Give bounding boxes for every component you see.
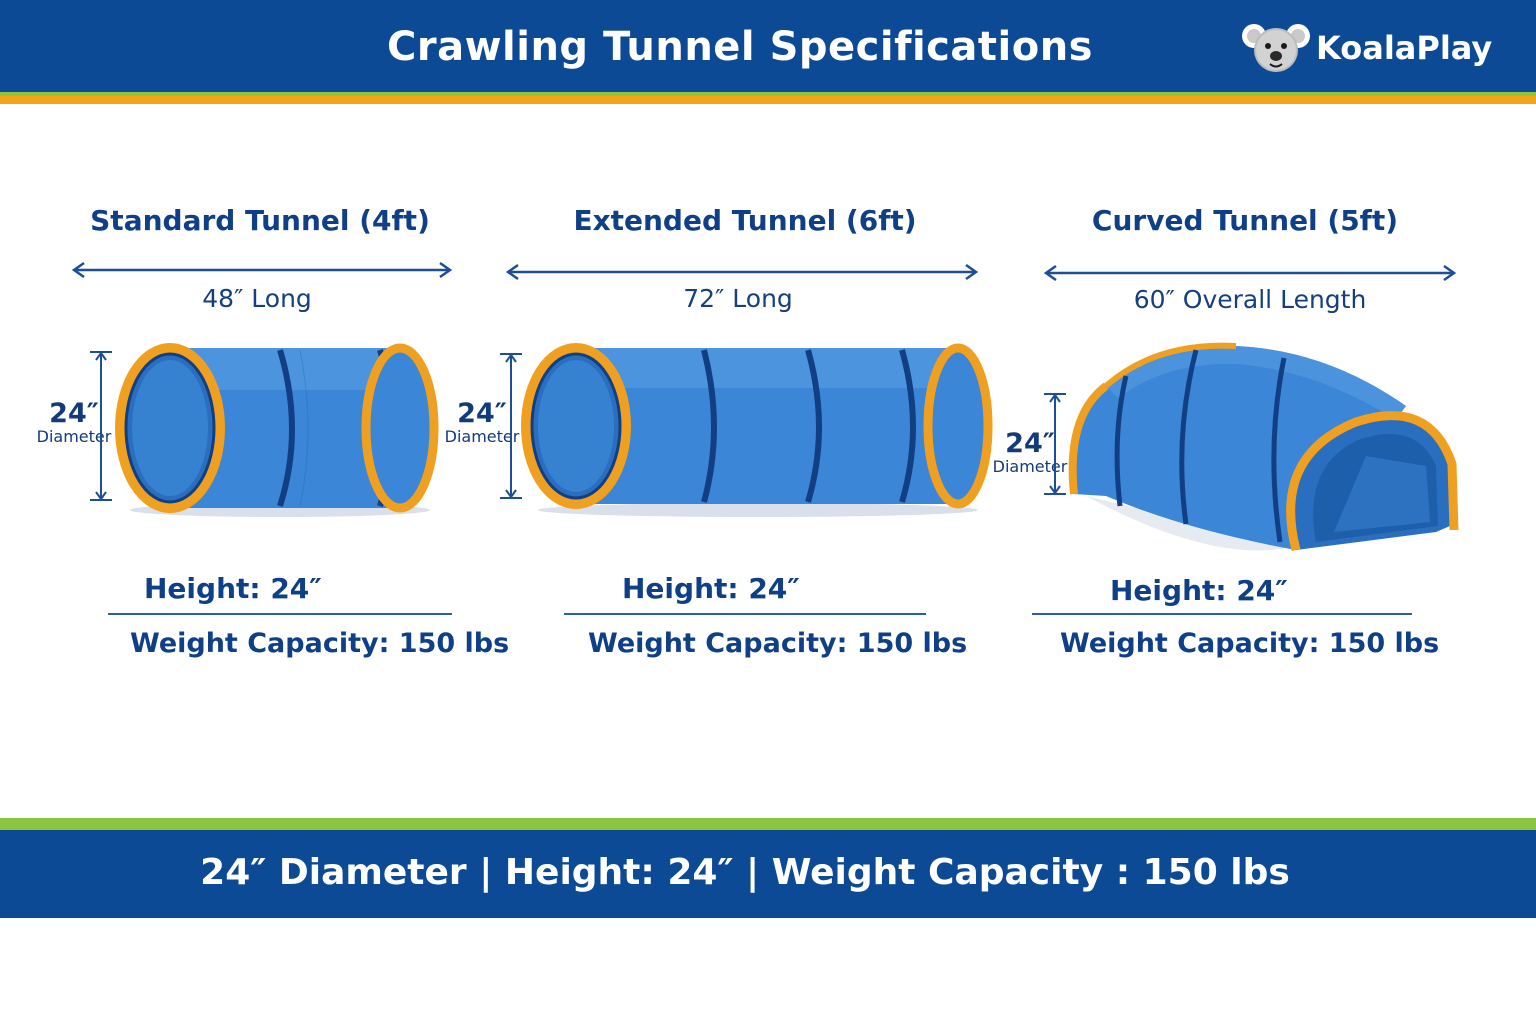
curved-diameter-value: 24″ (1005, 428, 1055, 459)
header-green-stripe (0, 92, 1536, 96)
footer-bar: 24″ Diameter | Height: 24″ | Weight Capa… (0, 830, 1536, 918)
curved-diameter-label: Diameter (992, 457, 1068, 476)
curved-weight-label: Weight Capacity: 150 lbs (1060, 628, 1440, 659)
footer-summary: 24″ Diameter | Height: 24″ | Weight Capa… (200, 852, 1290, 893)
extended-tunnel-title: Extended Tunnel (6ft) (573, 204, 917, 237)
standard-tunnel-title: Standard Tunnel (4ft) (90, 204, 430, 237)
standard-length-arrow-icon (71, 261, 453, 279)
standard-tunnel-illustration (115, 343, 439, 517)
brand-name: KoalaPlay (1316, 29, 1493, 67)
standard-diameter-label: Diameter (36, 427, 112, 446)
curved-divider (1032, 613, 1412, 615)
standard-length-label: 48″ Long (202, 284, 312, 313)
curved-diameter: 24″ Diameter (990, 430, 1070, 476)
standard-diameter: 24″ Diameter (34, 400, 114, 446)
curved-length-label: 60″ Overall Length (1133, 285, 1367, 314)
extended-height-label: Height: 24″ (622, 572, 800, 605)
header-bar: Crawling Tunnel Specifications KoalaPlay (0, 0, 1536, 92)
page-title: Crawling Tunnel Specifications (387, 24, 1093, 70)
extended-length-arrow-icon (505, 263, 979, 281)
extended-diameter-label: Diameter (444, 427, 520, 446)
curved-diameter-arrow-icon (1044, 393, 1066, 495)
standard-diameter-value: 24″ (49, 398, 99, 429)
koala-face-icon (1242, 24, 1310, 72)
header-orange-stripe (0, 96, 1536, 104)
curved-length-arrow-icon (1043, 264, 1457, 282)
curved-tunnel-illustration (1068, 342, 1459, 552)
extended-weight-label: Weight Capacity: 150 lbs (588, 628, 968, 659)
footer-green-stripe (0, 818, 1536, 830)
curved-tunnel-title: Curved Tunnel (5ft) (1091, 204, 1399, 237)
extended-length-label: 72″ Long (683, 284, 793, 313)
standard-divider (108, 613, 452, 615)
extended-diameter-arrow-icon (500, 353, 522, 499)
standard-height-label: Height: 24″ (144, 572, 322, 605)
curved-height-label: Height: 24″ (1110, 574, 1288, 607)
standard-weight-label: Weight Capacity: 150 lbs (130, 628, 510, 659)
standard-diameter-arrow-icon (90, 351, 112, 501)
brand: KoalaPlay (1240, 20, 1492, 76)
extended-tunnel-illustration (521, 343, 993, 517)
extended-diameter: 24″ Diameter (442, 400, 522, 446)
extended-divider (564, 613, 926, 615)
extended-diameter-value: 24″ (457, 398, 507, 429)
